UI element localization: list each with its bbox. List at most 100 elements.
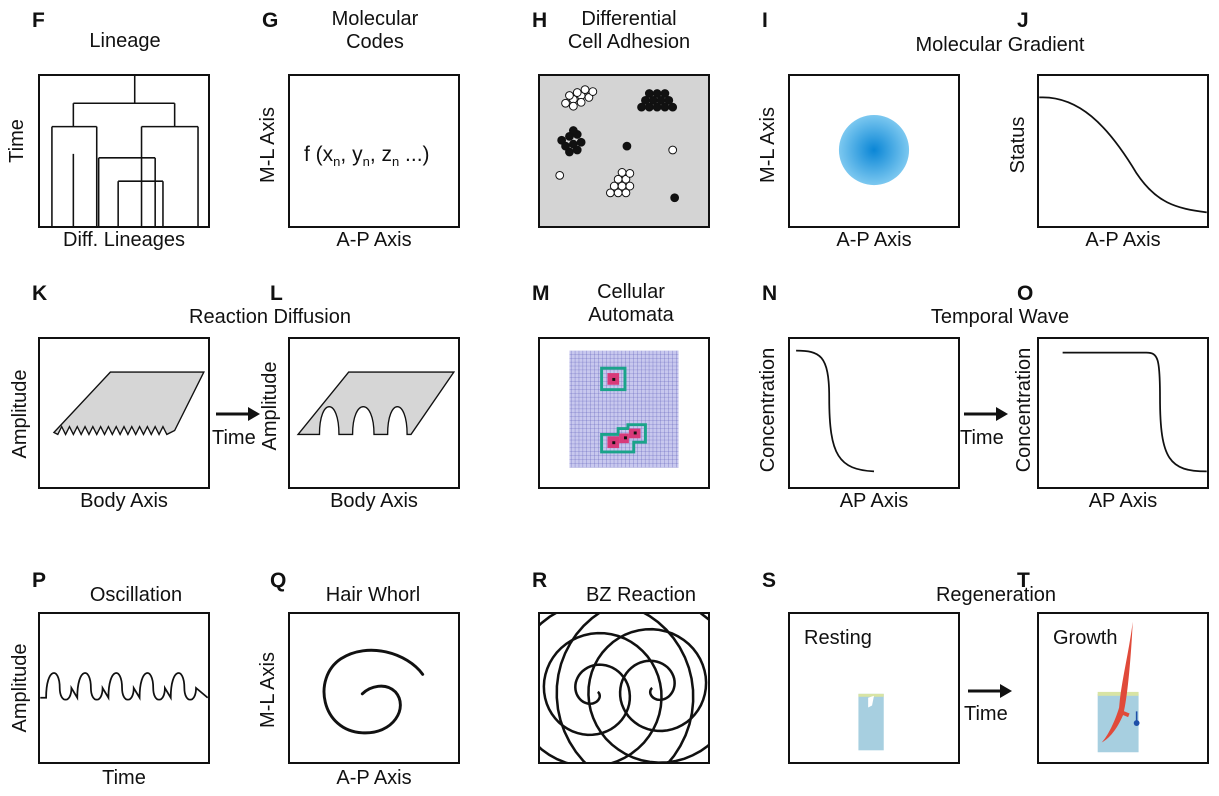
oscillation-wave xyxy=(40,672,208,701)
rd-patterned-surface xyxy=(296,371,456,436)
panel-letter-s: S xyxy=(762,569,777,592)
rd-x-label-l: Body Axis xyxy=(330,490,418,512)
cellular-automata-title-line2: Automata xyxy=(588,304,674,326)
rd-initial-surface xyxy=(52,371,205,436)
panel-letter-f: F xyxy=(32,9,45,32)
cellular-automata-title-line1: Cellular xyxy=(597,281,665,303)
panel-letter-i: I xyxy=(762,9,768,32)
panel-letter-h: H xyxy=(532,9,548,32)
white-cell-cluster-bottom xyxy=(605,168,635,198)
cell-adhesion-panel xyxy=(538,74,710,228)
oscillation-title: Oscillation xyxy=(89,584,183,606)
rd-time-arrow xyxy=(216,407,260,421)
lineage-title: Lineage xyxy=(89,30,161,52)
hair-whorl-panel xyxy=(288,612,460,764)
cellular-automata-panel xyxy=(538,337,710,489)
reaction-diffusion-panel-k xyxy=(38,337,210,489)
regeneration-title: Regeneration xyxy=(935,584,1057,606)
bz-spiral-left xyxy=(540,614,695,762)
panel-letter-o: O xyxy=(1017,282,1034,305)
molecular-codes-title: Molecular Codes xyxy=(290,8,460,54)
panel-letter-j: J xyxy=(1017,9,1029,32)
status-y-label: Status xyxy=(1007,116,1029,174)
black-cell-cluster-left xyxy=(557,126,586,157)
lineage-y-label: Time xyxy=(6,119,28,163)
white-cell-cluster-top xyxy=(561,85,598,111)
panel-letter-g: G xyxy=(262,9,279,32)
molecular-codes-x-label: A-P Axis xyxy=(336,229,412,251)
resting-tissue xyxy=(858,693,884,751)
cell-adhesion-title-line1: Differential xyxy=(581,8,677,30)
oscillation-x-label: Time xyxy=(102,767,146,789)
lineage-x-label: Diff. Lineages xyxy=(63,229,185,251)
gradient-panel xyxy=(788,74,960,228)
lineage-tree xyxy=(51,76,199,226)
molecular-gradient-title: Molecular Gradient xyxy=(915,34,1085,56)
reaction-diffusion-title: Reaction Diffusion xyxy=(189,306,351,328)
status-panel xyxy=(1037,74,1209,228)
regeneration-resting-panel: Resting xyxy=(788,612,960,764)
panel-letter-p: P xyxy=(32,569,47,592)
wave-x-label-o: AP Axis xyxy=(1088,490,1158,512)
panel-letter-t: T xyxy=(1017,569,1030,592)
regeneration-time-label: Time xyxy=(964,703,1008,725)
hair-whorl-y-label: M-L Axis xyxy=(257,652,279,728)
panel-letter-n: N xyxy=(762,282,778,305)
morphogen-gradient xyxy=(838,114,910,186)
cell-adhesion-title-line2: Cell Adhesion xyxy=(567,31,691,53)
concentration-y-label-o: Concentration xyxy=(1013,347,1035,473)
morphogen-source xyxy=(838,114,910,186)
rd-amplitude-y-label-l: Amplitude xyxy=(259,361,281,451)
molecular-codes-panel: f (xn, yn, zn ...) xyxy=(288,74,460,228)
hair-whorl-x-label: A-P Axis xyxy=(336,767,412,789)
regeneration-time-arrow xyxy=(968,684,1012,698)
panel-letter-m: M xyxy=(532,282,550,305)
automata-cell-group-top xyxy=(600,366,627,392)
temporal-wave-panel-o xyxy=(1037,337,1209,489)
regrowth-shape xyxy=(1101,621,1133,743)
bz-reaction-title: BZ Reaction xyxy=(585,584,697,606)
black-cell-cluster-top xyxy=(637,89,678,112)
status-curve xyxy=(1039,96,1207,214)
molecular-code-formula: f (xn, yn, zn ...) xyxy=(304,143,430,170)
cell-clusters xyxy=(555,85,680,203)
automata-grid xyxy=(569,350,679,468)
regeneration-growth-panel: Growth xyxy=(1037,612,1209,764)
lineage-panel xyxy=(38,74,210,228)
hair-whorl-title: Hair Whorl xyxy=(325,584,421,606)
wave-curve-late xyxy=(1062,351,1207,473)
molecular-codes-title-line2: Codes xyxy=(346,31,404,53)
bz-spiral-right xyxy=(555,614,708,762)
status-x-label: A-P Axis xyxy=(1085,229,1161,251)
wave-time-label: Time xyxy=(960,427,1004,449)
rd-time-label: Time xyxy=(212,427,256,449)
gradient-y-label: M-L Axis xyxy=(757,107,779,183)
oscillation-panel xyxy=(38,612,210,764)
rd-x-label-k: Body Axis xyxy=(80,490,168,512)
wave-curve-early xyxy=(796,349,875,473)
panel-letter-l: L xyxy=(270,282,283,305)
bz-reaction-panel xyxy=(538,612,710,764)
wave-time-arrow xyxy=(964,407,1008,421)
bz-double-spiral xyxy=(540,614,708,762)
concentration-y-label-n: Concentration xyxy=(757,347,779,473)
oscillation-y-label: Amplitude xyxy=(9,643,31,733)
temporal-wave-title: Temporal Wave xyxy=(930,306,1070,328)
molecular-codes-title-line1: Molecular xyxy=(331,8,419,30)
cell-adhesion-title: Differential Cell Adhesion xyxy=(548,8,710,54)
growth-label: Growth xyxy=(1053,627,1118,649)
oscillation-line xyxy=(40,672,208,701)
temporal-wave-panel-n xyxy=(788,337,960,489)
panel-letter-r: R xyxy=(532,569,548,592)
wave-x-label-n: AP Axis xyxy=(839,490,909,512)
resting-label: Resting xyxy=(804,627,872,649)
panel-letter-q: Q xyxy=(270,569,287,592)
gradient-x-label: A-P Axis xyxy=(836,229,912,251)
panel-letter-k: K xyxy=(32,282,48,305)
automata-cell-group-bottom xyxy=(600,423,647,454)
growth-tissue xyxy=(1097,621,1140,753)
cellular-automata-title: Cellular Automata xyxy=(546,281,716,327)
reaction-diffusion-panel-l xyxy=(288,337,460,489)
molecular-codes-y-label: M-L Axis xyxy=(257,107,279,183)
rd-amplitude-y-label-k: Amplitude xyxy=(9,369,31,459)
